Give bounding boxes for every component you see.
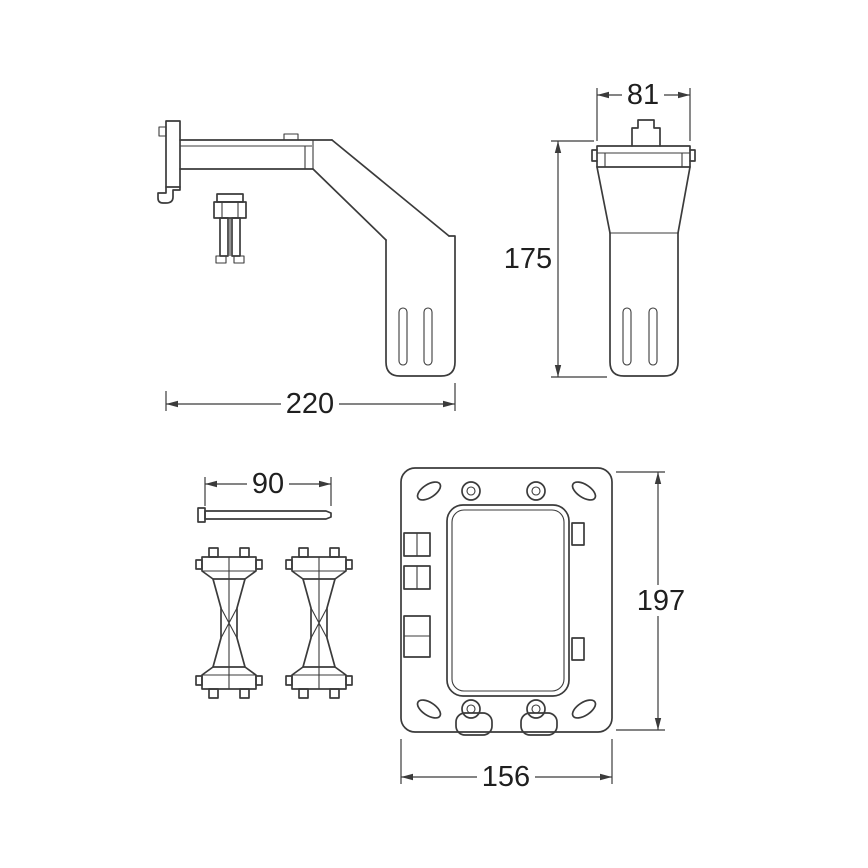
side-latches [403,522,585,661]
mount-tab [631,119,661,147]
rail [179,133,333,170]
screw-holes [461,481,546,719]
pin [197,507,332,523]
dimension-label-bracket-width: 220 [286,388,334,420]
small-connector-part [213,193,247,264]
bracket-arm [312,139,450,241]
frame-opening [446,504,570,697]
dimension-frame-width: 156 [400,739,613,793]
dimension-cup-width: 81 [596,79,691,141]
dimension-pin-length: 90 [204,468,332,506]
dimension-frame-height: 197 [616,471,690,731]
dimension-cup-height: 175 [504,140,607,378]
bracket-side-view: 220 [157,120,456,420]
cup-side [385,235,456,377]
dimension-label-frame-width: 156 [482,761,530,793]
dimension-label-cup-height: 175 [504,243,552,275]
bottom-tabs [455,712,558,736]
cup-front-view: 81 175 [504,79,696,378]
clip-right [285,547,353,699]
shoulder-band [591,145,696,168]
clip-left [195,547,263,699]
dimension-label-frame-height: 197 [637,585,685,617]
mounting-frame-view: 197 156 [400,467,690,793]
cup-body [596,166,691,377]
dimension-label-pin-length: 90 [252,468,284,500]
wall-plate [157,120,181,204]
corner-slots [416,481,597,719]
dimension-label-cup-width: 81 [627,79,659,111]
frame-outer-edge [400,467,613,733]
fasteners-view: 90 [195,468,353,699]
dimension-bracket-width: 220 [165,383,456,420]
